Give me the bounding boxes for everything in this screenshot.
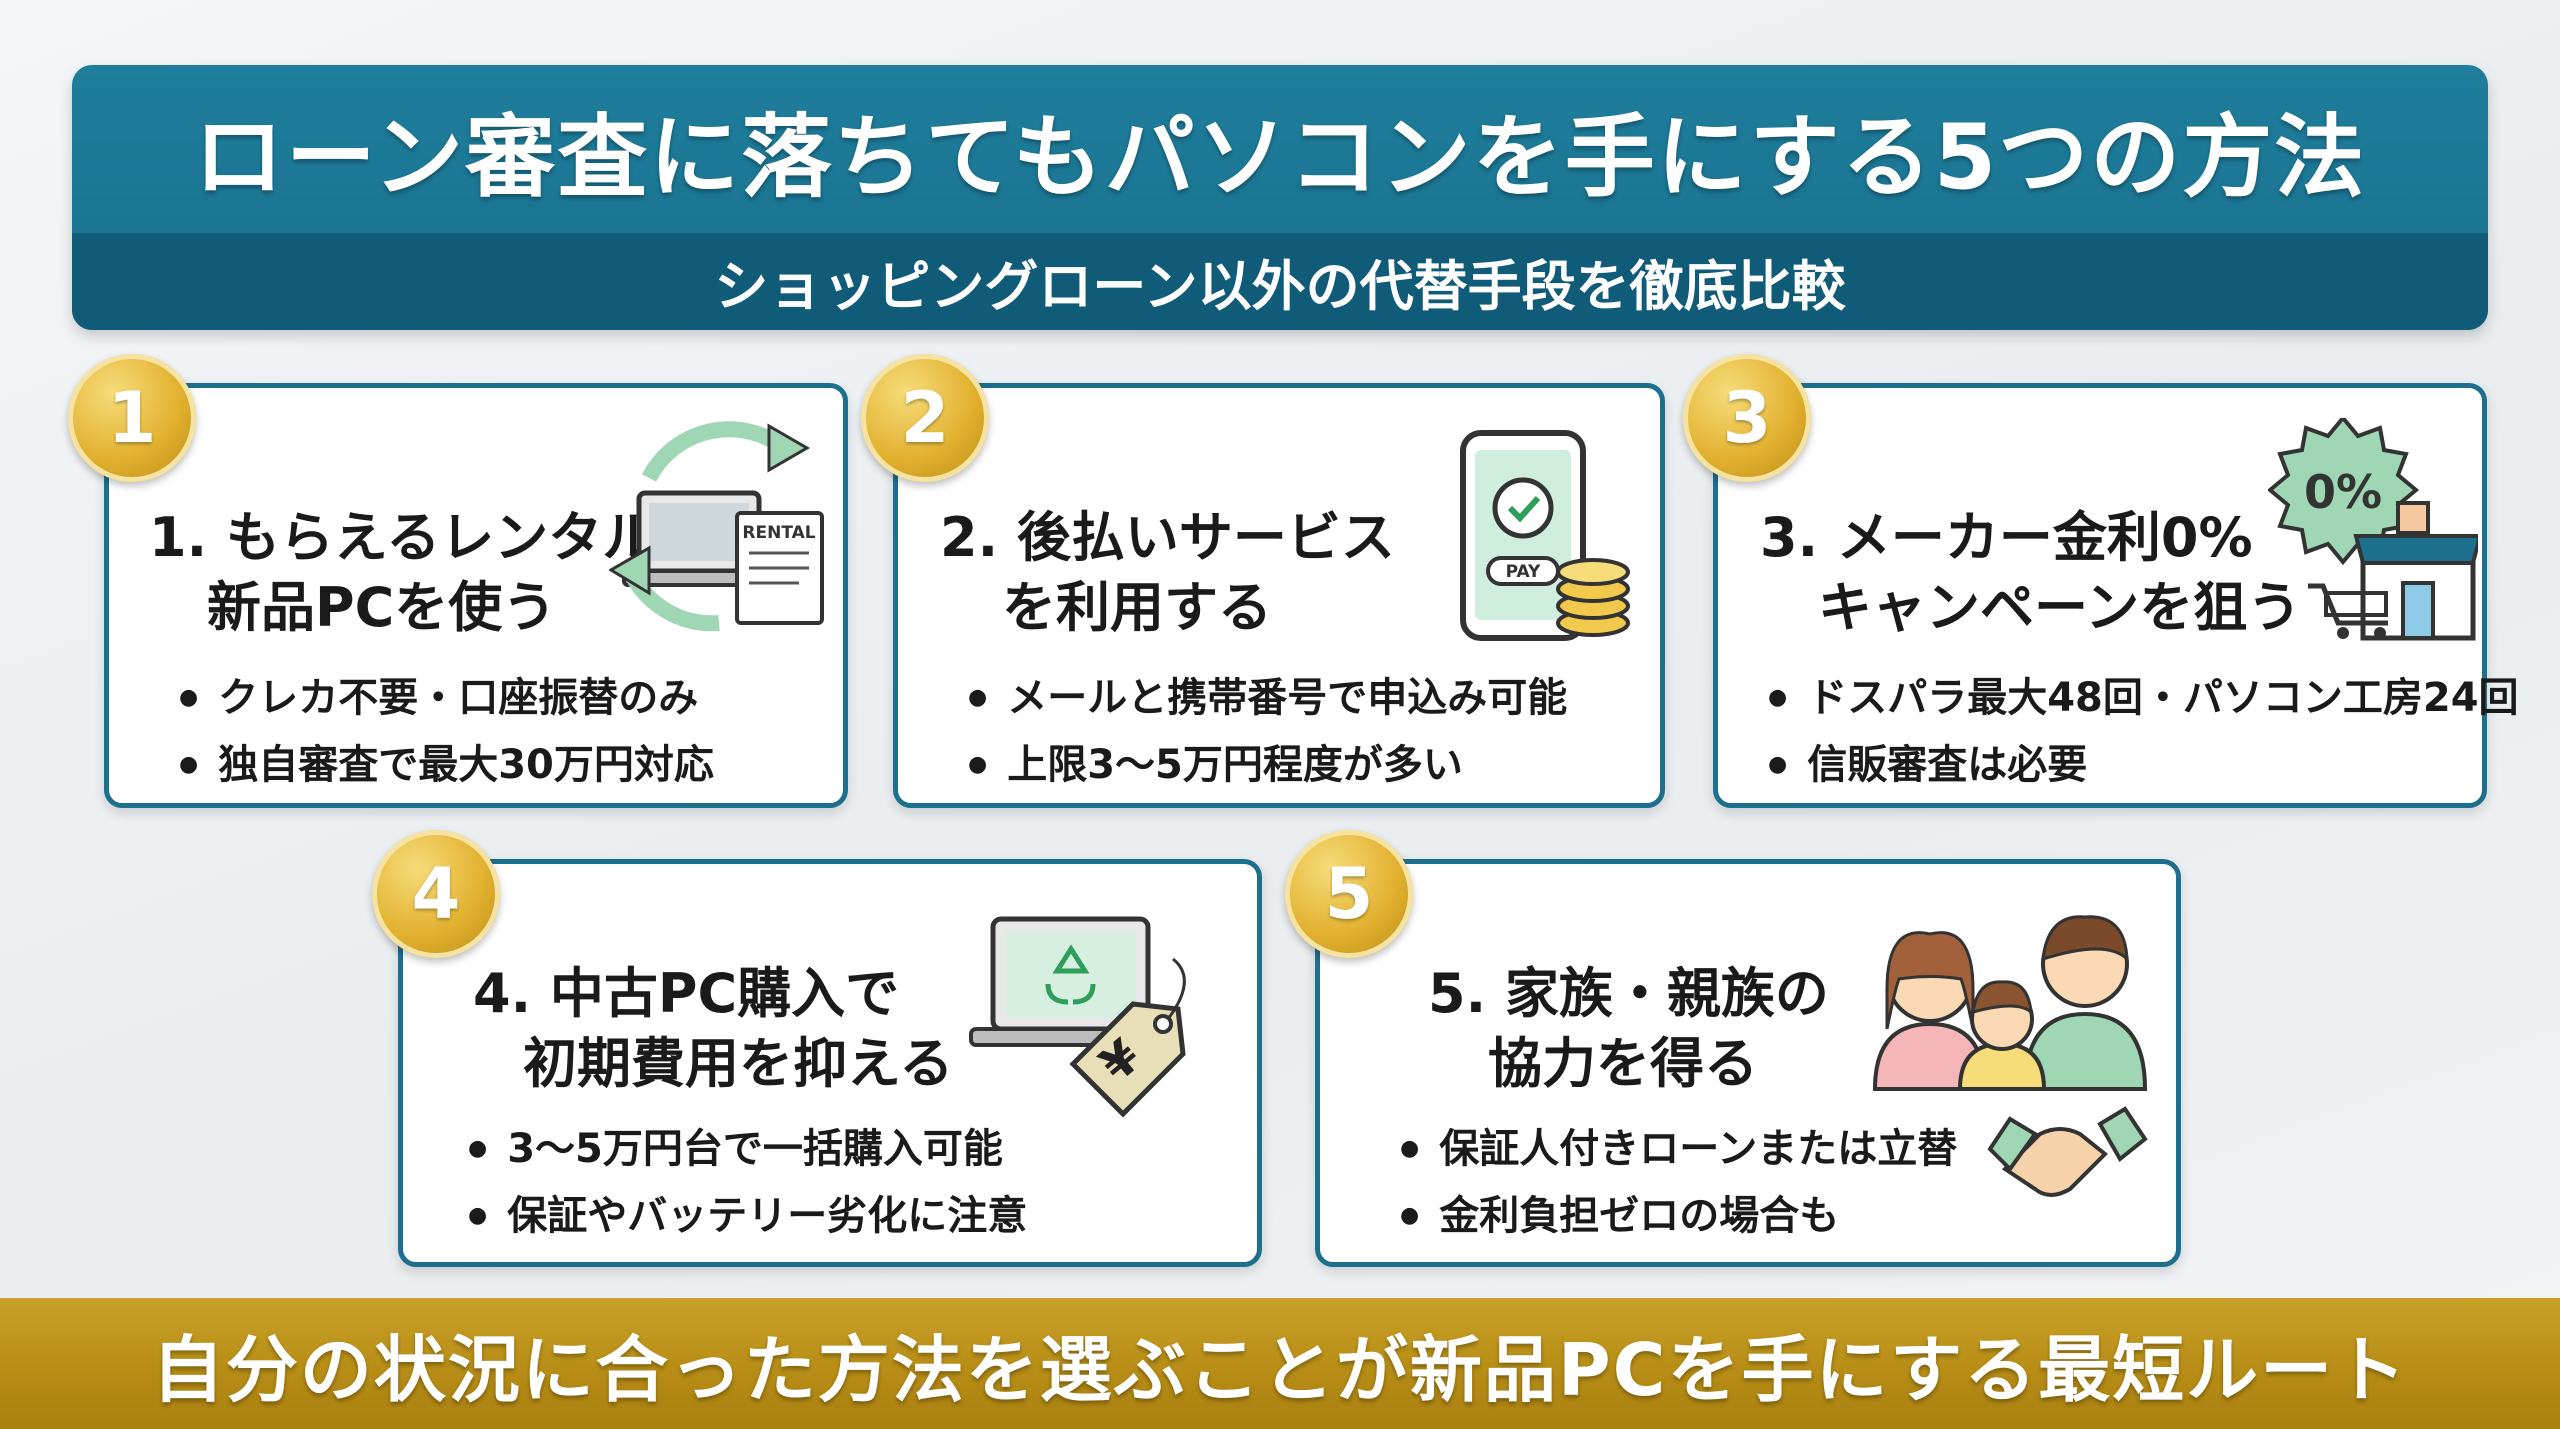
number-badge-3: 3 — [1683, 354, 1811, 482]
method-card-2: 2. 後払いサービス を利用する メールと携帯番号で申込み可能 上限3〜5万円程… — [893, 383, 1665, 808]
page-subtitle: ショッピングローン以外の代替手段を徹底比較 — [72, 233, 2488, 330]
card-bullets: 保証人付きローンまたは立替 金利負担ゼロの場合も — [1400, 1119, 1957, 1253]
list-item: ドスパラ最大48回・パソコン工房24回 — [1768, 668, 2518, 735]
laptop-rental-icon: RENTAL — [609, 421, 824, 632]
list-item: 上限3〜5万円程度が多い — [968, 735, 1567, 802]
card-title: 1. もらえるレンタルで 新品PCを使う — [149, 506, 711, 639]
list-item: メールと携帯番号で申込み可能 — [968, 668, 1567, 735]
list-item: クレカ不要・口座振替のみ — [179, 668, 714, 735]
number-badge-5: 5 — [1285, 830, 1413, 958]
card-bullets: ドスパラ最大48回・パソコン工房24回 信販審査は必要 — [1768, 668, 2519, 802]
family-handshake-icon — [1872, 915, 2148, 1197]
list-item: 保証やバッテリー劣化に注意 — [468, 1186, 1027, 1253]
list-item: 独自審査で最大30万円対応 — [179, 735, 714, 802]
method-card-3: 3. メーカー金利0% キャンペーンを狙う ドスパラ最大48回・パソコン工房24… — [1713, 383, 2519, 808]
footer-banner: 自分の状況に合った方法を選ぶことが新品PCを手にする最短ルート — [0, 1298, 2560, 1429]
card-bullets: メールと携帯番号で申込み可能 上限3〜5万円程度が多い — [968, 668, 1567, 802]
pay-label: PAY — [1506, 562, 1541, 582]
card-title: 4. 中古PC購入で 初期費用を抑える — [473, 962, 954, 1095]
card-title: 2. 後払いサービス を利用する — [940, 506, 1395, 639]
method-card-4: 4. 中古PC購入で 初期費用を抑える 3〜5万円台で一括購入可能 保証やバッテ… — [398, 859, 1262, 1267]
used-laptop-price-tag-icon: ¥ — [969, 916, 1186, 1118]
list-item: 信販審査は必要 — [1768, 735, 2519, 802]
card-title: 3. メーカー金利0% キャンペーンを狙う — [1760, 506, 2302, 639]
zero-percent-label: 0% — [2304, 465, 2382, 519]
method-card-5: 5. 家族・親族の 協力を得る 保証人付きローンまたは立替 金利負担ゼロの場合も — [1315, 859, 2181, 1267]
rental-label: RENTAL — [742, 523, 815, 543]
smartphone-pay-icon: PAY — [1460, 430, 1630, 641]
shop-zero-percent-icon: 0% — [2268, 418, 2478, 641]
number-badge-2: 2 — [861, 354, 989, 482]
list-item: 3〜5万円台で一括購入可能 — [468, 1119, 1027, 1186]
card-bullets: 3〜5万円台で一括購入可能 保証やバッテリー劣化に注意 — [468, 1119, 1027, 1253]
list-item: 金利負担ゼロの場合も — [1400, 1186, 1957, 1253]
card-bullets: クレカ不要・口座振替のみ 独自審査で最大30万円対応 — [179, 668, 714, 802]
card-title: 5. 家族・親族の 協力を得る — [1428, 962, 1829, 1095]
header-banner: ローン審査に落ちてもパソコンを手にする5つの方法 ショッピングローン以外の代替手… — [72, 65, 2488, 330]
method-card-1: 1. もらえるレンタルで 新品PCを使う クレカ不要・口座振替のみ 独自審査で最… — [104, 383, 848, 808]
list-item: 保証人付きローンまたは立替 — [1400, 1119, 1957, 1186]
number-badge-1: 1 — [68, 354, 196, 482]
page-title: ローン審査に落ちてもパソコンを手にする5つの方法 — [193, 105, 2367, 210]
number-badge-4: 4 — [372, 830, 500, 958]
